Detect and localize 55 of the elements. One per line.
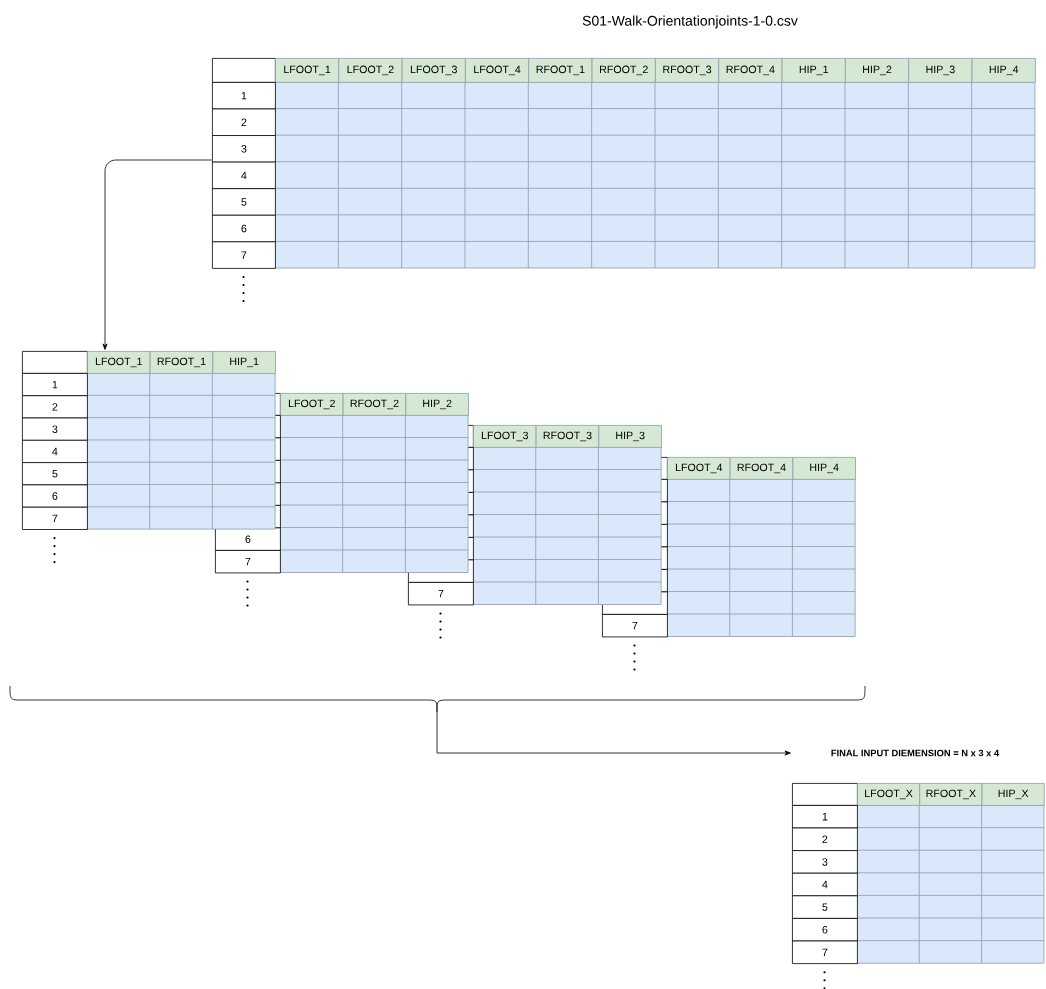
header-cell: RFOOT_4 [718,58,783,83]
header-cell: RFOOT_X [919,783,983,806]
row-label-cell: 2 [22,395,88,419]
dimension-heading: FINAL INPUT DIEMENSION = N x 3 x 4 [831,749,1000,757]
header-cell: HIP_4 [971,58,1036,83]
row-label-cell: 1 [792,805,858,829]
row-label-cell: 1 [212,82,276,110]
file-name-heading: S01-Walk-Orientationjoints-1-0.csv [582,15,798,29]
header-cell: LFOOT_X [857,783,921,806]
row-label-cell: 7 [792,940,858,964]
header-cell: RFOOT_2 [591,58,656,83]
header-cell: RFOOT_3 [535,425,600,448]
header-cell: LFOOT_1 [87,351,151,374]
row-label-cell: 5 [212,188,276,216]
row-label-cell: 2 [212,108,276,136]
row-label-cell: 7 [212,241,276,269]
header-cell: RFOOT_2 [342,393,407,416]
arrow [436,711,791,756]
row-label-cell: 4 [22,439,88,463]
header-cell: LFOOT_4 [465,58,530,83]
row-label-cell: 6 [792,918,858,942]
header-cell: RFOOT_1 [528,58,593,83]
row-label-cell: 4 [212,161,276,190]
row-label-cell: 6 [212,214,276,243]
header-cell: HIP_2 [405,393,469,416]
header-cell: HIP_3 [598,425,662,448]
row-label-cell: 6 [22,484,88,508]
row-label-cell: 4 [792,872,858,897]
row-label-cell: 3 [792,850,858,874]
header-cell: HIP_X [981,783,1045,806]
header-cell: LFOOT_1 [275,58,340,83]
header-cell: HIP_2 [845,58,910,83]
header-cell: LFOOT_3 [401,58,466,83]
row-label-cell: 7 [602,614,668,638]
header-cell: LFOOT_2 [338,58,403,83]
row-label-cell: 3 [212,135,276,163]
row-label-cell: 7 [22,506,88,530]
row-label-cell: 5 [792,895,858,919]
row-label-cell: 3 [22,417,88,441]
row-label-cell: 2 [792,827,858,851]
header-cell: HIP_3 [908,58,973,83]
header-cell: LFOOT_4 [667,457,731,480]
header-cell: RFOOT_1 [149,351,214,374]
header-cell: RFOOT_3 [655,58,720,83]
row-label-cell: 1 [22,373,88,397]
arrow [102,159,212,350]
header-cell: HIP_4 [792,457,856,480]
header-cell: HIP_1 [212,351,276,374]
row-label-cell: 7 [215,550,281,574]
header-cell: LFOOT_3 [473,425,537,448]
header-cell: HIP_1 [781,58,846,83]
row-label-cell: 5 [22,462,88,486]
row-label-cell: 7 [408,582,474,606]
header-cell: LFOOT_2 [280,393,344,416]
header-cell: RFOOT_4 [729,457,794,480]
